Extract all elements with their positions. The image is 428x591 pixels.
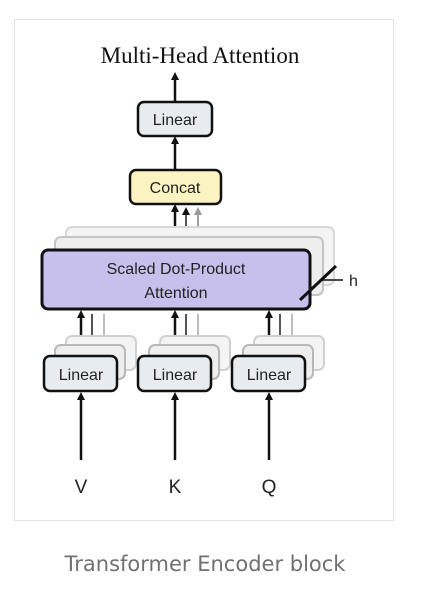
linear-k-stack: Linear [136,335,231,393]
heads-slash [298,264,338,302]
linear-q-label: Linear [247,367,292,384]
figure-caption: Transformer Encoder block [64,552,346,576]
attention-label-line1: Scaled Dot-Product [107,261,246,278]
diagram-title: Multi-Head Attention [101,43,300,68]
linear-v-stack: Linear [42,335,137,393]
linear-k-label: Linear [153,367,198,384]
linear-output-label: Linear [153,112,198,129]
input-k-label: K [169,477,182,498]
linear-v-label: Linear [59,367,104,384]
input-v-label: V [75,477,88,498]
linear-output-box: Linear [136,100,214,138]
concat-label: Concat [150,180,201,197]
input-q-label: Q [262,477,277,498]
concat-box: Concat [128,168,223,206]
scaled-dot-product-attention-box: Scaled Dot-Product Attention [40,248,312,311]
heads-label: h [349,273,358,290]
multi-head-attention-diagram: Multi-Head Attention Linear Concat Scale… [40,43,358,498]
attention-label-line2: Attention [144,285,207,302]
linear-q-stack: Linear [230,335,325,393]
